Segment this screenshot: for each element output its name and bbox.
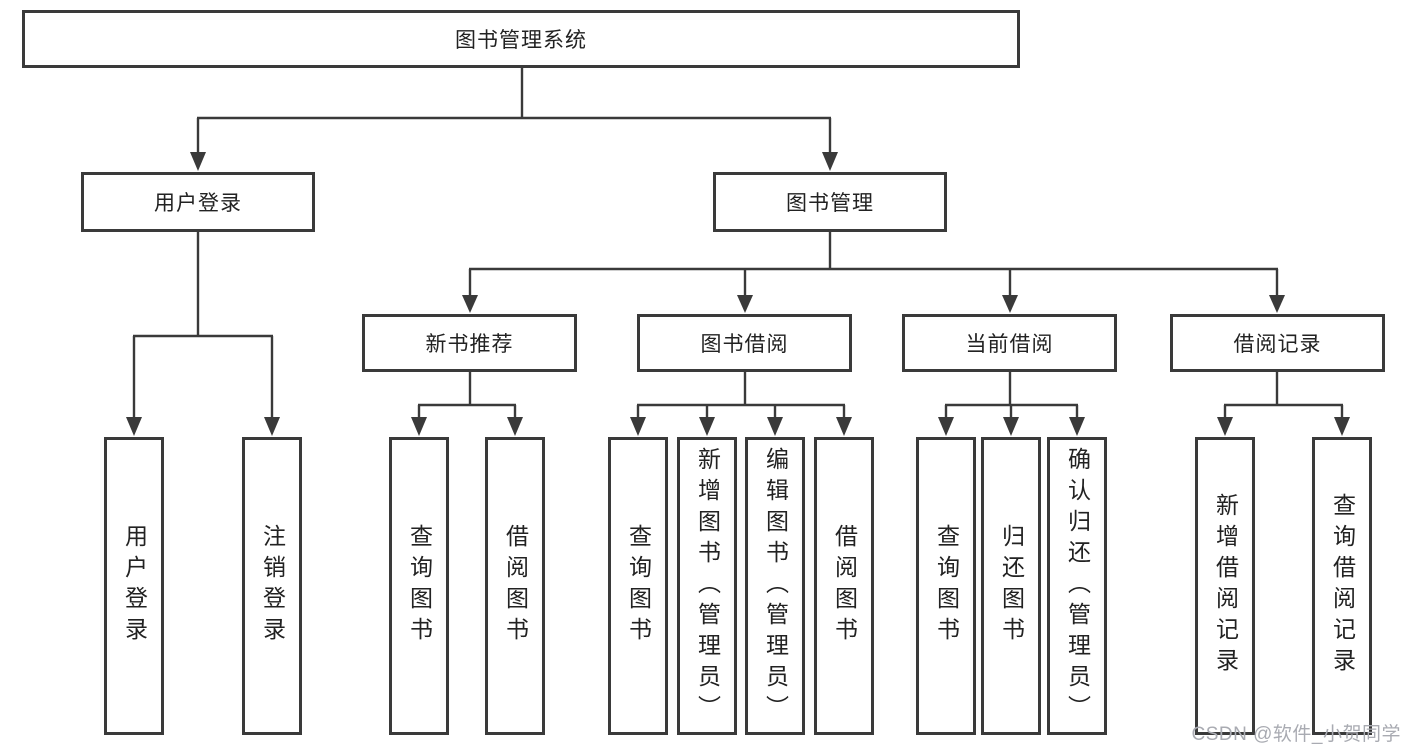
node-root-label: 图书管理系统 <box>455 29 587 52</box>
leaf-add-borrow-record-label: 新增借阅记录 <box>1212 493 1239 679</box>
node-borrow-records-label: 借阅记录 <box>1233 333 1322 356</box>
node-root: 图书管理系统 <box>22 10 1020 68</box>
leaf-logout: 注销登录 <box>242 437 302 735</box>
node-user-login-label: 用户登录 <box>154 192 242 215</box>
node-borrow-records: 借阅记录 <box>1170 314 1385 372</box>
edge-user-login-to-leaves <box>126 232 280 436</box>
edge-current-borrow-to-leaves <box>938 372 1085 436</box>
leaf-confirm-return-admin: 确认归还（管理员） <box>1047 437 1107 735</box>
leaf-borrow-query-books-label: 查询图书 <box>625 524 652 648</box>
node-new-book-recommend-label: 新书推荐 <box>425 333 514 356</box>
node-new-book-recommend: 新书推荐 <box>362 314 577 372</box>
leaf-return-book: 归还图书 <box>981 437 1041 735</box>
leaf-user-login: 用户登录 <box>104 437 164 735</box>
leaf-recommend-query-books-label: 查询图书 <box>406 524 433 648</box>
leaf-borrow-query-books: 查询图书 <box>608 437 668 735</box>
edge-root-to-level2 <box>190 68 838 171</box>
node-current-borrow: 当前借阅 <box>902 314 1117 372</box>
leaf-return-book-label: 归还图书 <box>998 524 1025 648</box>
node-book-management: 图书管理 <box>713 172 947 232</box>
leaf-current-query-books-label: 查询图书 <box>933 524 960 648</box>
leaf-edit-book-admin-label: 编辑图书（管理员） <box>762 446 789 726</box>
edge-borrow-records-to-leaves <box>1217 372 1350 436</box>
node-current-borrow-label: 当前借阅 <box>965 333 1054 356</box>
leaf-confirm-return-admin-label: 确认归还（管理员） <box>1064 446 1091 726</box>
edge-book-management-to-level3 <box>462 232 1285 313</box>
leaf-query-borrow-record: 查询借阅记录 <box>1312 437 1372 735</box>
leaf-borrow-borrow-books: 借阅图书 <box>814 437 874 735</box>
leaf-borrow-borrow-books-label: 借阅图书 <box>831 524 858 648</box>
edge-new-book-recommend-to-leaves <box>411 372 523 436</box>
csdn-watermark: CSDN @软件_小贺同学 <box>1191 724 1401 745</box>
leaf-add-book-admin-label: 新增图书（管理员） <box>694 446 721 726</box>
leaf-query-borrow-record-label: 查询借阅记录 <box>1329 493 1356 679</box>
node-book-borrow: 图书借阅 <box>637 314 852 372</box>
leaf-user-login-label: 用户登录 <box>121 524 148 648</box>
leaf-add-book-admin: 新增图书（管理员） <box>677 437 737 735</box>
leaf-recommend-borrow-books: 借阅图书 <box>485 437 545 735</box>
edge-book-borrow-to-leaves <box>630 372 852 436</box>
node-book-management-label: 图书管理 <box>786 192 874 215</box>
leaf-add-borrow-record: 新增借阅记录 <box>1195 437 1255 735</box>
leaf-recommend-borrow-books-label: 借阅图书 <box>502 524 529 648</box>
node-user-login: 用户登录 <box>81 172 315 232</box>
leaf-current-query-books: 查询图书 <box>916 437 976 735</box>
leaf-edit-book-admin: 编辑图书（管理员） <box>745 437 805 735</box>
node-book-borrow-label: 图书借阅 <box>700 333 789 356</box>
leaf-recommend-query-books: 查询图书 <box>389 437 449 735</box>
leaf-logout-label: 注销登录 <box>259 524 286 648</box>
